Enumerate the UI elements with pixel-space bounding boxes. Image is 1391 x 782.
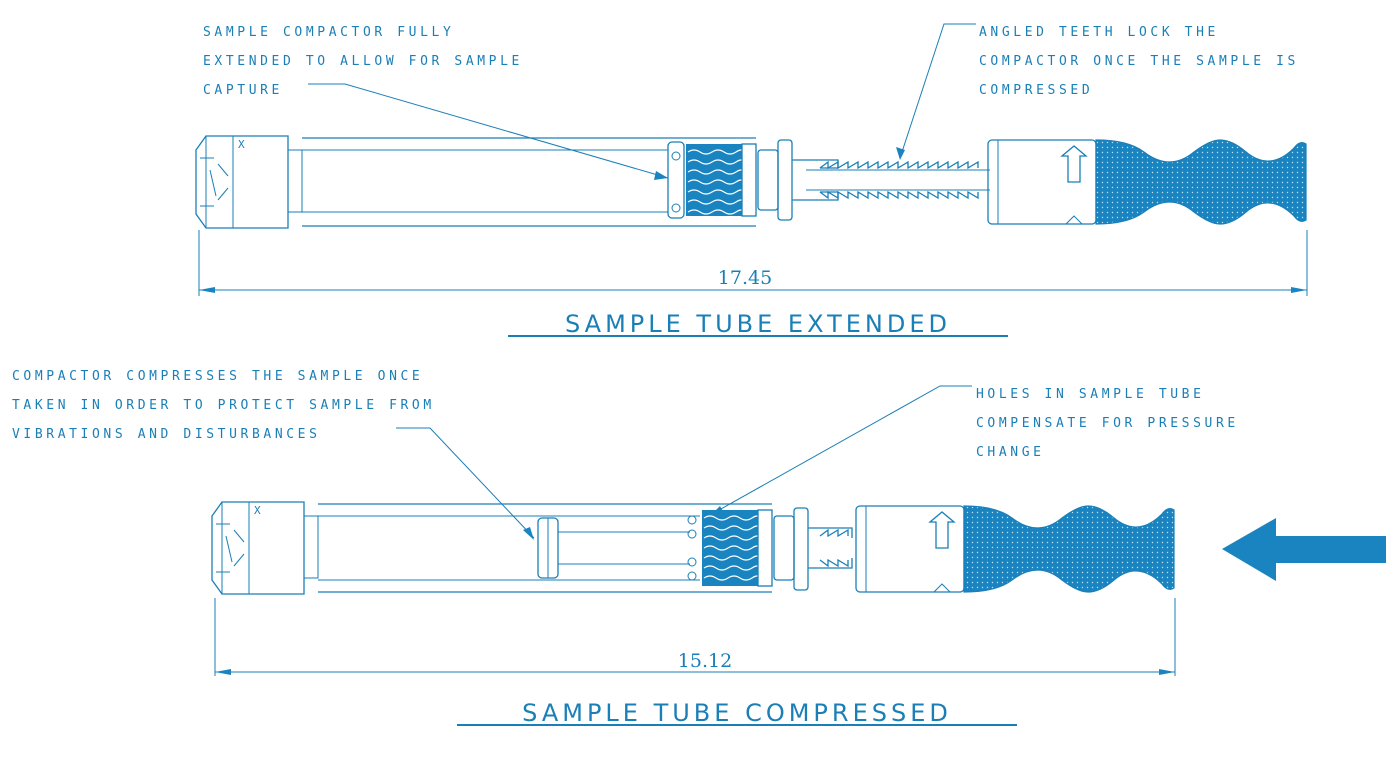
extended-notes: SAMPLE COMPACTOR FULLY EXTENDED TO ALLOW… [203, 25, 1299, 98]
svg-text:X: X [238, 138, 245, 151]
arrow-up-icon [928, 511, 956, 549]
arrow-up-icon [1060, 145, 1088, 183]
extended-leader-right-arrowhead [896, 147, 905, 160]
extended-dimension-value: 17.45 [718, 267, 772, 289]
compressed-note-right-line-1: HOLES IN SAMPLE TUBE [976, 387, 1205, 402]
compressed-leader-right [711, 385, 972, 515]
svg-text:X: X [254, 504, 261, 517]
extended-tube: X [195, 135, 1307, 229]
compressed-dimension: 15.12 [214, 598, 1176, 676]
extended-handle-grip [1095, 139, 1307, 225]
compressed-note-right-line-2: COMPENSATE FOR PRESSURE [976, 416, 1239, 431]
compressed-handle-body [855, 505, 965, 593]
extended-note-right-line-3: COMPRESSED [979, 83, 1093, 98]
compressed-note-right-line-3: CHANGE [976, 445, 1045, 460]
compressed-handle-grip [963, 505, 1175, 593]
compressed-title: SAMPLE TUBE COMPRESSED [522, 699, 952, 727]
arrow-left-icon [1222, 518, 1386, 581]
extended-note-left-line-3: CAPTURE [203, 83, 283, 98]
compressed-note-left-line-3: VIBRATIONS AND DISTURBANCES [12, 427, 321, 442]
compressed-leader-left-arrowhead [523, 527, 534, 540]
extended-note-left-line-1: SAMPLE COMPACTOR FULLY [203, 25, 454, 40]
compressed-tube: X [211, 501, 1175, 595]
extended-dimension: 17.45 [198, 230, 1308, 296]
extended-note-left-line-2: EXTENDED TO ALLOW FOR SAMPLE [203, 54, 523, 69]
extended-note-right-line-1: ANGLED TEETH LOCK THE [979, 25, 1219, 40]
compressed-notes: COMPACTOR COMPRESSES THE SAMPLE ONCE TAK… [12, 369, 1239, 460]
compressed-thread [702, 510, 758, 586]
compressed-leader-left [396, 427, 535, 539]
compressed-dimension-value: 15.12 [678, 650, 732, 672]
extended-title: SAMPLE TUBE EXTENDED [565, 310, 951, 338]
extended-leader-left-arrowhead [654, 171, 668, 180]
compressed-note-left-line-1: COMPACTOR COMPRESSES THE SAMPLE ONCE [12, 369, 423, 384]
compressed-note-left-line-2: TAKEN IN ORDER TO PROTECT SAMPLE FROM [12, 398, 435, 413]
extended-note-right-line-2: COMPACTOR ONCE THE SAMPLE IS [979, 54, 1299, 69]
extended-leader-right [899, 23, 976, 159]
extended-leader-left [308, 83, 669, 179]
